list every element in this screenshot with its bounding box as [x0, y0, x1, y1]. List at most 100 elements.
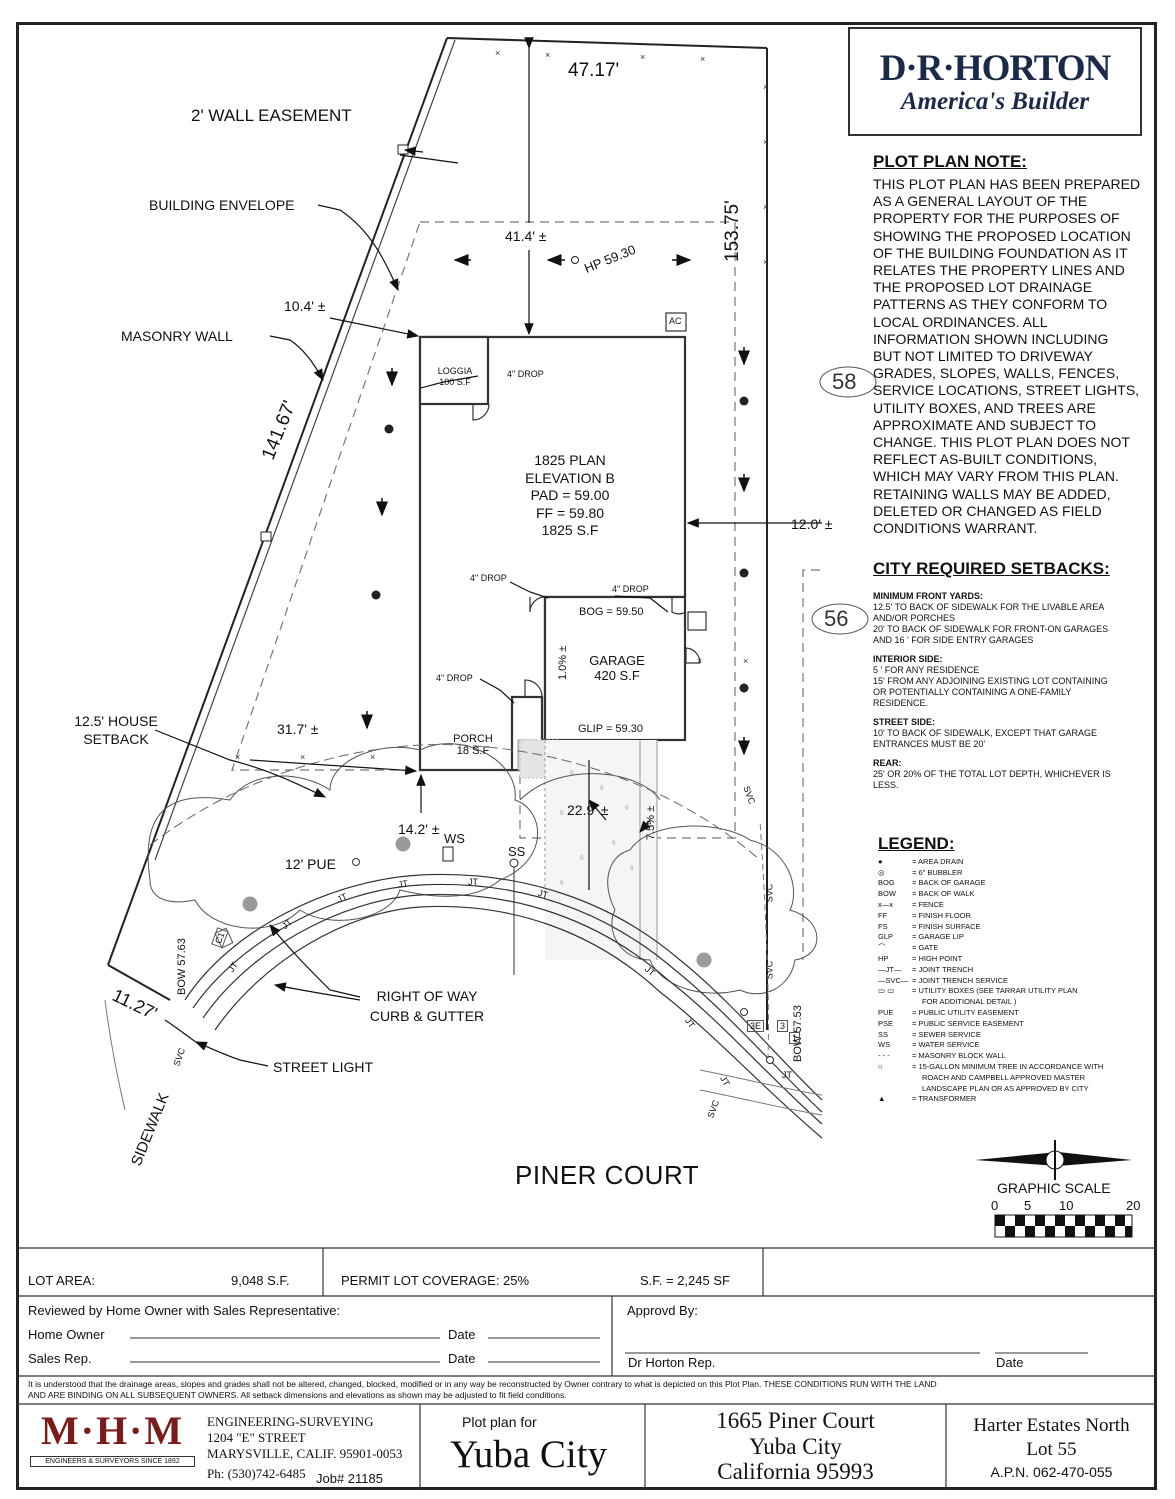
legend-row: LANDSCAPE PLAN OR AS APPROVED BY CITY — [878, 1083, 1148, 1094]
city-setbacks: CITY REQUIRED SETBACKS: MINIMUM FRONT YA… — [873, 559, 1158, 791]
legend-row: x—x = FENCE — [878, 899, 1148, 910]
porch-name: PORCH — [453, 733, 493, 745]
graphic-scale-bar — [994, 1214, 1133, 1238]
legend-row: ⌒= GATE — [878, 942, 1148, 953]
legend-symbol-icon: ◎ — [878, 867, 885, 877]
scale-tick-20: 20 — [1126, 1198, 1141, 1213]
legend-text: = SEWER SERVICE — [912, 1029, 981, 1039]
legend-text: = PUBLIC SERVICE EASEMENT — [912, 1018, 1024, 1028]
svg-text:◊: ◊ — [600, 785, 604, 792]
sf-total: S.F. = 2,245 SF — [640, 1273, 730, 1288]
note-line: APPROXIMATE AND SUBJECT TO — [873, 416, 1097, 433]
rear-text: 25' OR 20% OF THE TOTAL LOT DEPTH, WHICH… — [873, 769, 1158, 791]
legend-symbol-icon: ● — [878, 856, 883, 866]
address-state: California 95993 — [717, 1459, 874, 1484]
note-line: DELETED OR CHANGED AS FIELD — [873, 502, 1102, 519]
porch-area: 18 S.F — [456, 745, 490, 757]
legend-text: = AREA DRAIN — [912, 856, 964, 866]
rear-title: REAR: — [873, 758, 902, 768]
disclaimer-line2: AND ARE BINDING ON ALL SUBSEQUENT OWNERS… — [28, 1390, 567, 1400]
sales-rep-date-label: Date — [448, 1351, 476, 1366]
drive-length-dim: 22.9' ± — [567, 802, 609, 818]
glip-label: GLIP = 59.30 — [578, 723, 643, 735]
legend-text: = HIGH POINT — [912, 954, 963, 964]
legend-symbol-icon: BOW — [878, 889, 896, 899]
drop-label-porch: 4" DROP — [436, 673, 473, 683]
svg-text:×: × — [545, 50, 550, 60]
scale-tick-0: 0 — [991, 1198, 999, 1213]
setback-line: 12.5' TO BACK OF SIDEWALK FOR THE LIVABL… — [873, 602, 1105, 612]
legend-row: ○= 15-GALLON MINIMUM TREE IN ACCORDANCE … — [878, 1061, 1148, 1072]
legend-text: = UTILITY BOXES (SEE TARRAR UTILITY PLAN — [912, 986, 1078, 996]
curb-and-gutter — [184, 873, 823, 1139]
legend-title: LEGEND: — [878, 834, 955, 853]
note-line: CHANGE. THIS PLOT PLAN DOES NOT — [873, 434, 1130, 451]
setback-line: 15' FROM ANY ADJOINING EXISTING LOT CONT… — [873, 676, 1108, 686]
house-elevation: ELEVATION B — [525, 469, 615, 486]
svg-text:×: × — [763, 137, 768, 147]
drop-label-loggia: 4" DROP — [507, 369, 544, 379]
legend-symbol-icon: PUE — [878, 1008, 894, 1018]
legend-symbol-icon: SS — [878, 1029, 889, 1039]
svg-text:×: × — [763, 257, 768, 267]
legend-row: - - -= MASONRY BLOCK WALL — [878, 1050, 1148, 1061]
reviewed-by: Reviewed by Home Owner with Sales Repres… — [28, 1303, 341, 1318]
legend-row: —SVC—= JOINT TRENCH SERVICE — [878, 975, 1148, 986]
drive-slope-dim: 7.5% ± — [645, 805, 657, 840]
note-line: THIS PLOT PLAN HAS BEEN PREPARED — [873, 176, 1141, 192]
note-line: LOCAL ORDINANCES. ALL — [873, 313, 1048, 330]
drop-label-garage: 4" DROP — [612, 584, 649, 594]
garage-name: GARAGE — [589, 653, 645, 668]
legend-text: = JOINT TRENCH SERVICE — [912, 975, 1009, 985]
drhorton-rep-label: Dr Horton Rep. — [628, 1355, 716, 1370]
legend-row: FS= FINISH SURFACE — [878, 921, 1148, 932]
house-pad: PAD = 59.00 — [530, 487, 610, 503]
approved-by: Approvd By: — [627, 1303, 698, 1318]
legend-row: ▭ ▭= UTILITY BOXES (SEE TARRAR UTILITY P… — [878, 986, 1148, 997]
drhorton-logo: D·R·HORTON America's Builder — [848, 27, 1142, 136]
house-setback-line1: 12.5' HOUSE — [74, 713, 158, 729]
house-ff: FF = 59.80 — [535, 504, 605, 521]
note-line: WHICH MAY VARY FROM THIS PLAN. — [873, 468, 1119, 485]
note-line: SHOWING THE PROPOSED LOCATION — [873, 227, 1131, 244]
svg-text:◊: ◊ — [580, 855, 584, 862]
note-line: RELATES THE PROPERTY LINES AND — [873, 262, 1125, 279]
ac-unit: AC — [669, 316, 682, 326]
home-owner-date-label: Date — [448, 1327, 476, 1342]
north-arrow-icon — [975, 1140, 1132, 1180]
mhm-line2: 1204 "E" STREET — [207, 1430, 306, 1445]
drop-label-side: 4" DROP — [470, 573, 507, 583]
legend-row: WS= WATER SERVICE — [878, 1040, 1148, 1051]
house-footprint — [418, 335, 687, 772]
plot-plan-note: PLOT PLAN NOTE: THIS PLOT PLAN HAS BEEN … — [873, 152, 1158, 537]
legend-row: —JT—= JOINT TRENCH — [878, 964, 1148, 975]
legend-symbol-icon: x—x — [878, 900, 893, 910]
plot-plan-for: Plot plan for — [462, 1414, 537, 1430]
utility-box-1: 1 — [789, 1032, 801, 1044]
legend-text: = FENCE — [912, 900, 944, 910]
svg-text:×: × — [743, 656, 748, 666]
legend-text: = 15-GALLON MINIMUM TREE IN ACCORDANCE W… — [912, 1062, 1104, 1072]
legend-symbol-icon: —JT— — [878, 964, 902, 974]
legend-text: = GATE — [912, 943, 939, 953]
wall-mark — [397, 144, 409, 155]
legend-row: PUE= PUBLIC UTILITY EASEMENT — [878, 1007, 1148, 1018]
svg-text:◊: ◊ — [612, 840, 616, 847]
legend-text: ROACH AND CAMPBELL APPROVED MASTER — [922, 1072, 1086, 1082]
legend-text: = GARAGE LIP — [912, 932, 964, 942]
loggia-name: LOGGIA — [437, 366, 473, 376]
loggia-label: LOGGIA 100 S.F — [423, 366, 487, 388]
setback-line: RESIDENCE. — [873, 698, 929, 708]
scale-title: GRAPHIC SCALE — [997, 1180, 1111, 1196]
job-number: Job# 21185 — [316, 1471, 383, 1486]
legend-text: = WATER SERVICE — [912, 1040, 980, 1050]
scale-tick-10: 10 — [1059, 1198, 1074, 1213]
legend-symbol-icon: PSE — [878, 1018, 894, 1028]
front-yard-title: MINIMUM FRONT YARDS: — [873, 591, 983, 601]
front-setback-dim: 31.7' ± — [277, 721, 319, 737]
note-title: PLOT PLAN NOTE: — [873, 152, 1027, 171]
subdivision-info: Harter Estates North Lot 55 A.P.N. 062-4… — [946, 1414, 1157, 1482]
note-line: OF THE BUILDING FOUNDATION AS IT — [873, 244, 1128, 261]
lot-area-label: LOT AREA: — [28, 1273, 95, 1288]
